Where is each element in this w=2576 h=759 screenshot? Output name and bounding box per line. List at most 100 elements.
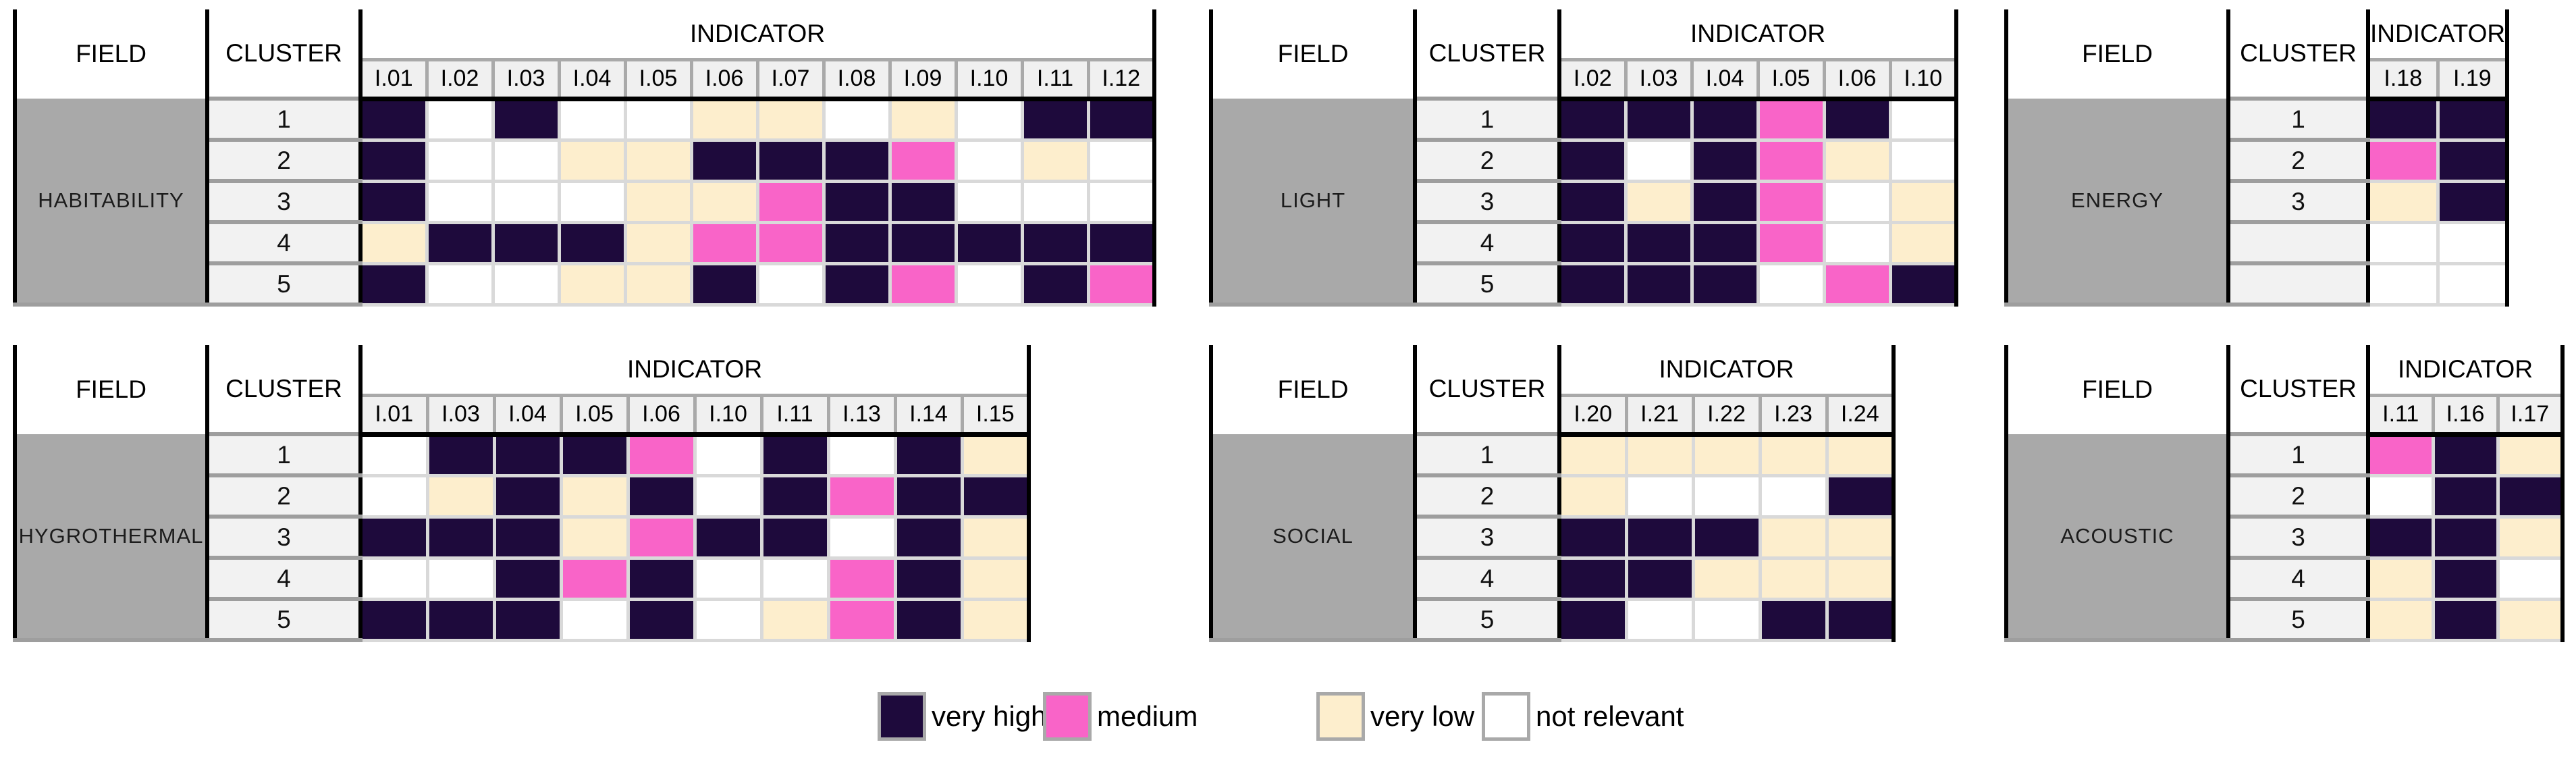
matrix-cell [693, 432, 763, 477]
indicator-code-header: I.06 [626, 395, 695, 437]
table-row: 4 [2006, 556, 2565, 601]
cluster-column-header: CLUSTER [207, 9, 363, 99]
matrix-cell [1086, 261, 1156, 307]
matrix-cell [425, 179, 495, 224]
indicator-code-header: I.20 [1557, 395, 1626, 437]
indicator-code-header: I.12 [1086, 59, 1156, 101]
indicator-code-header: I.01 [358, 59, 427, 101]
cluster-number-cell: 1 [2228, 97, 2370, 142]
indicator-group-header: INDICATOR [1559, 9, 1958, 61]
cluster-number-cell: 1 [2228, 432, 2370, 477]
matrix-cell [1691, 556, 1762, 601]
matrix-cell [491, 261, 561, 307]
matrix-cell [425, 220, 495, 265]
matrix-cell [1690, 138, 1760, 183]
table-row: 2 [1211, 473, 1896, 519]
matrix-cell [1557, 179, 1628, 224]
cluster-number-cell: 3 [207, 179, 363, 224]
matrix-cell [1756, 220, 1826, 265]
field-name-cell: HYGROTHERMAL [13, 434, 209, 642]
matrix-cell [1020, 138, 1090, 183]
matrix-cell [1825, 556, 1896, 601]
matrix-cell [1624, 597, 1695, 642]
cluster-number-cell: 5 [1415, 597, 1561, 642]
indicator-group-header: INDICATOR [2368, 345, 2565, 397]
matrix-cell [1557, 97, 1628, 142]
matrix-cell [893, 432, 964, 477]
matrix-cell [826, 597, 897, 642]
matrix-cell [623, 138, 693, 183]
matrix-cell [492, 515, 563, 560]
cluster-column-header: CLUSTER [207, 345, 363, 434]
legend-item-very-high: very high [878, 691, 1046, 741]
matrix-cell [1822, 138, 1892, 183]
field-column-header: FIELD [1209, 345, 1417, 434]
matrix-cell [960, 597, 1031, 642]
matrix-cell [2366, 261, 2440, 307]
indicator-group-header: INDICATOR [360, 345, 1031, 397]
cluster-number-cell: 5 [2228, 597, 2370, 642]
matrix-cell [759, 556, 830, 601]
matrix-cell [693, 556, 763, 601]
legend-label: not relevant [1536, 700, 1684, 732]
table-row: 4 [15, 556, 1031, 601]
field-name-cell: SOCIAL [1209, 434, 1417, 642]
matrix-cell [888, 261, 958, 307]
matrix-cell [1557, 597, 1628, 642]
matrix-cell [491, 138, 561, 183]
indicator-code-header: I.06 [689, 59, 757, 101]
matrix-cell [826, 515, 897, 560]
very-high-swatch [878, 692, 926, 741]
table-row: 5 [1211, 597, 1896, 642]
matrix-cell [954, 220, 1024, 265]
matrix-cell [2436, 261, 2510, 307]
field-name-cell: LIGHT [1209, 99, 1417, 307]
matrix-cell [960, 556, 1031, 601]
matrix-cell [2366, 138, 2440, 183]
matrix-cell [888, 179, 958, 224]
indicator-group-header: INDICATOR [360, 9, 1156, 61]
matrix-cell [954, 179, 1024, 224]
indicator-code-header: I.03 [1624, 59, 1692, 101]
matrix-cell [425, 97, 495, 142]
matrix-cell [557, 138, 627, 183]
matrix-cell [491, 179, 561, 224]
indicator-code-header: I.03 [491, 59, 559, 101]
matrix-cell [1822, 179, 1892, 224]
indicator-group-header: INDICATOR [2368, 9, 2510, 61]
matrix-cell [557, 97, 627, 142]
matrix-cell [1086, 179, 1156, 224]
matrix-cell [1888, 220, 1958, 265]
indicator-code-header: I.05 [1756, 59, 1824, 101]
matrix-cell [1020, 179, 1090, 224]
cluster-number-cell: 3 [2228, 179, 2370, 224]
cluster-number-cell: 2 [207, 473, 363, 519]
matrix-cell [1557, 515, 1628, 560]
medium-swatch [1043, 692, 1092, 741]
matrix-cell [954, 138, 1024, 183]
legend-item-very-low: very low [1316, 691, 1474, 741]
matrix-cell [2366, 97, 2440, 142]
cluster-number-cell: 5 [207, 261, 363, 307]
matrix-cell [1690, 220, 1760, 265]
table-row: 2 [2006, 473, 2565, 519]
matrix-cell [559, 473, 630, 519]
matrix-cell [1020, 97, 1090, 142]
legend-label: medium [1097, 700, 1198, 732]
matrix-cell [2436, 179, 2510, 224]
matrix-cell [559, 597, 630, 642]
matrix-cell [1086, 220, 1156, 265]
indicator-code-header: I.04 [492, 395, 561, 437]
matrix-cell [1691, 473, 1762, 519]
indicator-code-header: I.05 [623, 59, 691, 101]
matrix-cell [893, 473, 964, 519]
matrix-cell [689, 220, 759, 265]
matrix-cell [1557, 432, 1628, 477]
